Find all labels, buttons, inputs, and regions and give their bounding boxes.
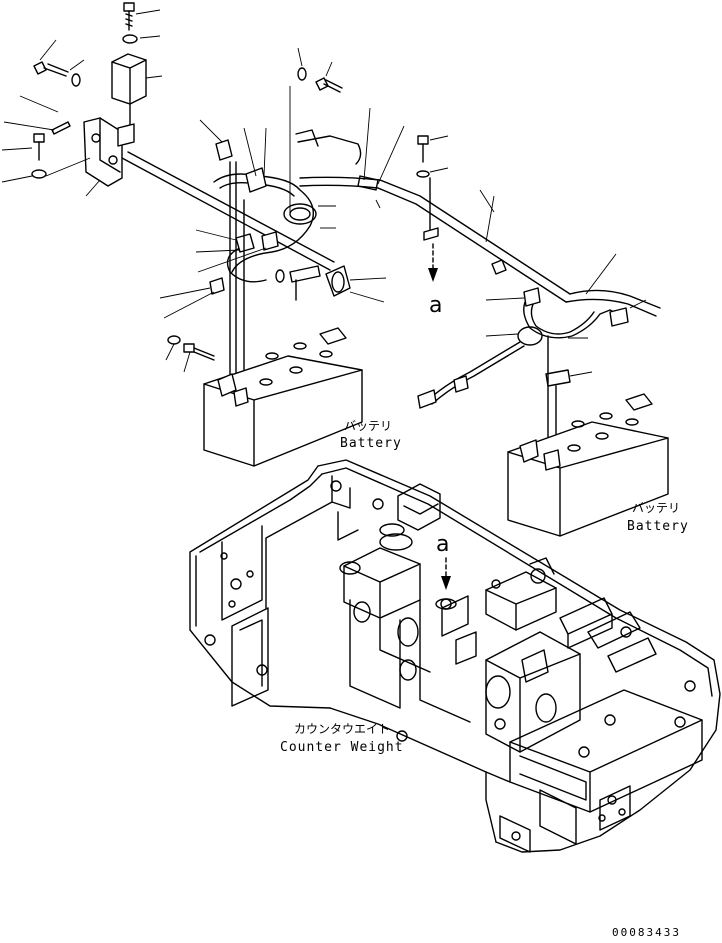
relay-bracket-assembly (1, 2, 163, 197)
battery-right-label-jp: バッテリ (632, 501, 680, 515)
battery-right: バッテリ Battery (507, 393, 689, 537)
reference-arrow-a-top: a (428, 243, 442, 318)
counterweight (189, 459, 721, 853)
drawing-number: 00083433 (612, 926, 681, 939)
ref-label-a-bottom: a (436, 532, 449, 557)
counterweight-label-en: Counter Weight (280, 740, 404, 755)
wiring-harness-main (121, 47, 661, 447)
ref-label-a-top: a (429, 293, 442, 318)
battery-left: バッテリ Battery (165, 327, 402, 467)
counterweight-label-jp: カウンタウエイト (294, 722, 390, 736)
battery-right-label-en: Battery (627, 519, 689, 534)
battery-left-label-en: Battery (340, 436, 402, 451)
battery-left-label-jp: バッテリ (344, 419, 392, 433)
reference-arrow-a-bottom: a (436, 532, 451, 590)
